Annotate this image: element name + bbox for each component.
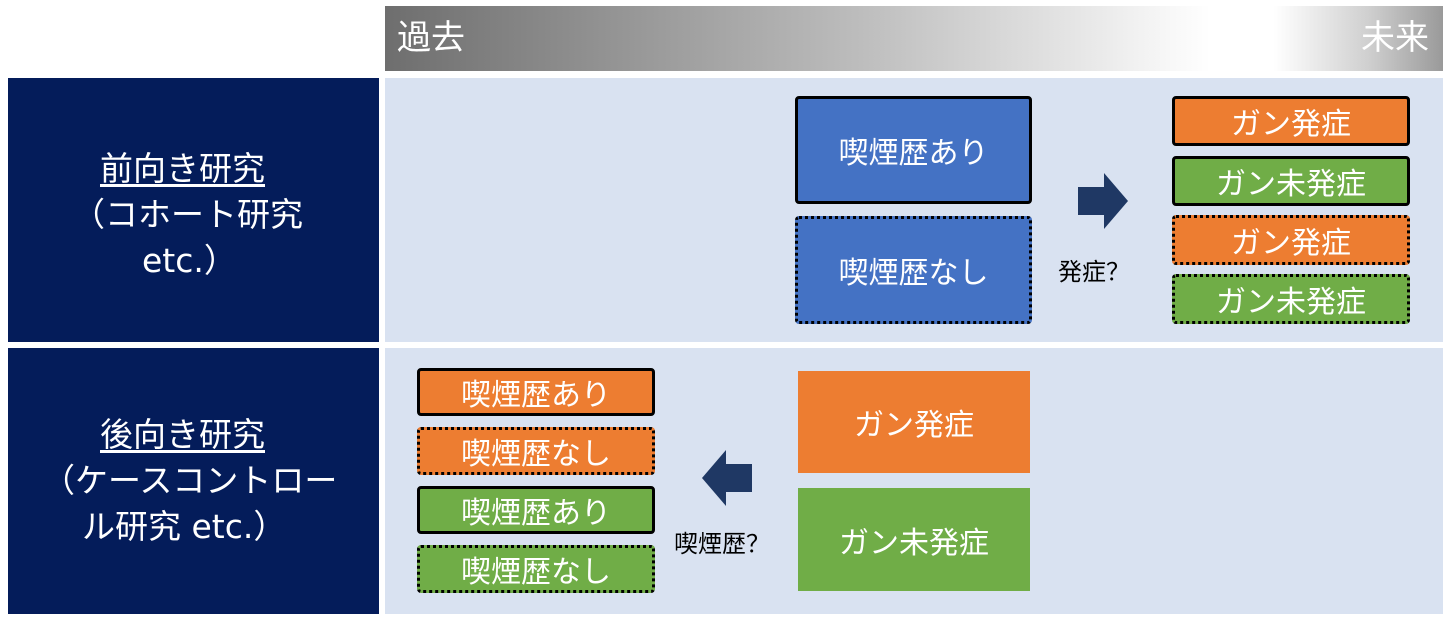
outcome-box-no-cancer-1: ガン未発症 — [1172, 156, 1410, 206]
left-arrow-icon — [702, 450, 752, 506]
exposure-box-smoker-2: 喫煙歴あり — [417, 486, 655, 534]
retrospective-arrow-label: 喫煙歴？ — [674, 530, 770, 558]
outcome-box-cancer-2: ガン発症 — [1172, 215, 1410, 265]
exposure-box-non-smoker-1: 喫煙歴なし — [417, 427, 655, 475]
exposure-box-smoker: 喫煙歴あり — [795, 96, 1032, 204]
prospective-title: 前向き研究 — [100, 149, 265, 188]
row-label-prospective: 前向き研究 （コホート研究 etc.） — [8, 78, 379, 342]
right-arrow-icon — [1078, 173, 1128, 229]
row-label-retrospective: 後向き研究 （ケースコントロー ル研究 etc.） — [8, 348, 379, 614]
exposure-box-non-smoker-2: 喫煙歴なし — [417, 545, 655, 593]
outcome-box-cancer: ガン発症 — [798, 371, 1030, 473]
exposure-box-non-smoker: 喫煙歴なし — [795, 216, 1032, 324]
prospective-subtitle-line1: （コホート研究 — [72, 195, 303, 234]
prospective-subtitle-line2: etc.） — [142, 241, 237, 280]
retrospective-subtitle-line2: ル研究 etc.） — [82, 507, 287, 546]
outcome-box-no-cancer: ガン未発症 — [798, 488, 1030, 591]
timeline-past-label: 過去 — [397, 18, 465, 58]
exposure-box-smoker-1: 喫煙歴あり — [417, 368, 655, 416]
outcome-box-no-cancer-2: ガン未発症 — [1172, 274, 1410, 324]
timeline-bar: 過去 未来 — [385, 6, 1443, 71]
retrospective-title: 後向き研究 — [100, 415, 265, 454]
retrospective-subtitle-line1: （ケースコントロー — [42, 461, 338, 500]
prospective-arrow-label: 発症？ — [1058, 258, 1130, 286]
timeline-future-label: 未来 — [1361, 18, 1429, 58]
outcome-box-cancer-1: ガン発症 — [1172, 96, 1410, 146]
